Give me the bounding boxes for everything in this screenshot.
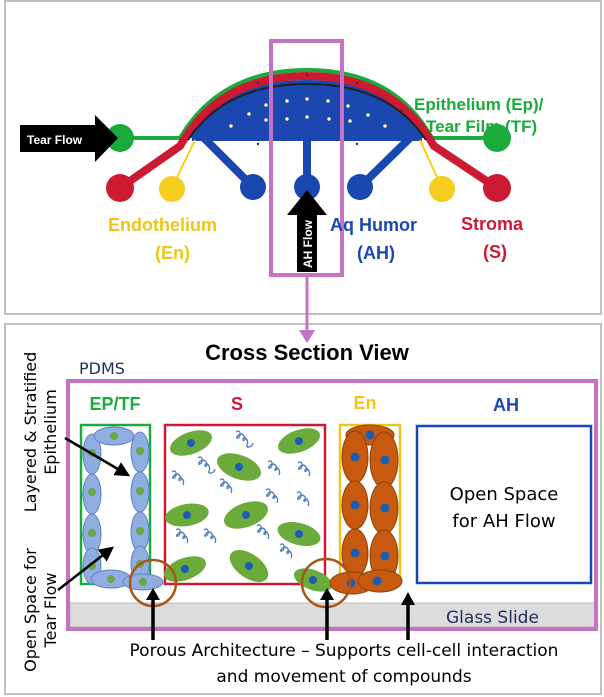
tear-flow-label: Tear Flow: [27, 133, 83, 147]
tear-flow-arrow: Tear Flow: [20, 115, 118, 162]
endothelium-compartment: [329, 423, 403, 595]
bottom-panel-frame: [4, 323, 602, 695]
endothelium-channel: [159, 139, 455, 202]
epithelium-label-line1: Epithelium (Ep)/: [414, 95, 544, 114]
epithelium-pointer-arrow: [64, 436, 131, 477]
pdms-device-outline: [66, 379, 598, 631]
tear-space-pointer-arrow: [57, 546, 114, 591]
aq-humor-port-left: [240, 174, 266, 200]
compartment-label-s: S: [231, 394, 243, 414]
aq-humor-port-right: [347, 174, 373, 200]
cross-section-title: Cross Section View: [205, 340, 410, 365]
aq-humor-label-line2: (AH): [357, 243, 395, 263]
glass-slide-label: Glass Slide: [446, 608, 539, 628]
side-label-epithelium: Layered & Stratified Epithelium: [21, 352, 60, 513]
ah-flow-arrow: AH Flow: [287, 190, 327, 272]
endothelium-label-line2: (En): [155, 243, 190, 263]
epithelium-label-line2: Tear Film (TF): [426, 117, 537, 136]
open-space-ah-line2: for AH Flow: [452, 511, 555, 532]
caption-line2: and movement of compounds: [216, 667, 471, 687]
side-label-tear-line1: Open Space for: [21, 548, 40, 672]
compartment-label-en: En: [353, 393, 376, 413]
endothelium-port-left: [159, 176, 185, 202]
ah-flow-label: AH Flow: [301, 219, 315, 268]
endothelium-port-right: [429, 176, 455, 202]
stroma-port-left: [106, 174, 134, 202]
stroma-compartment: [163, 423, 333, 592]
caption-line1: Porous Architecture – Supports cell-cell…: [130, 641, 559, 661]
compartment-label-ah: AH: [493, 395, 519, 415]
side-label-tear-space: Open Space for Tear Flow: [21, 548, 60, 672]
epithelium-port-left: [106, 124, 134, 152]
stroma-label-line2: (S): [483, 242, 507, 262]
endothelium-label-line1: Endothelium: [108, 215, 217, 235]
compartment-label-ep-tf: EP/TF: [89, 394, 140, 414]
stroma-port-right: [483, 174, 511, 202]
aq-humor-channel: [190, 80, 424, 200]
stroma-label-line1: Stroma: [461, 214, 524, 234]
open-space-ah-line1: Open Space: [450, 484, 559, 505]
side-label-epithelium-line1: Layered & Stratified: [21, 352, 40, 513]
decorative-dots: [212, 73, 403, 146]
epithelium-port-right: [483, 124, 511, 152]
cross-section-selection-box: [269, 39, 344, 277]
epithelium-channel: [106, 67, 511, 152]
collagen-fibers: [171, 430, 311, 559]
aq-humor-label-line1: Aq Humor: [330, 215, 417, 235]
ep-tf-compartment: [79, 423, 164, 591]
side-label-epithelium-line2: Epithelium: [41, 389, 60, 475]
aq-humor-port-center: [294, 174, 320, 200]
ah-compartment: Open Space for AH Flow: [415, 424, 593, 585]
side-label-tear-line2: Tear Flow: [41, 573, 60, 649]
porous-arrows: [146, 588, 415, 640]
pdms-label: PDMS: [79, 359, 125, 378]
